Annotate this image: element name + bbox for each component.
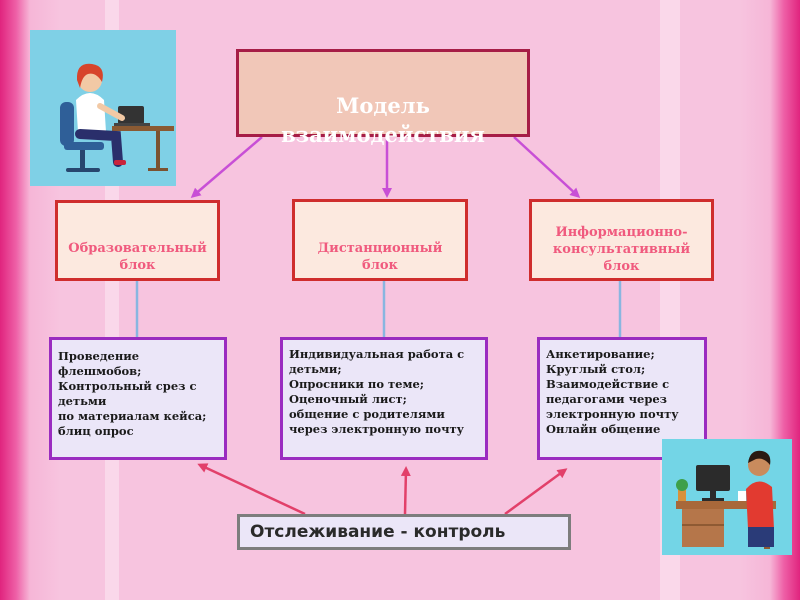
info-consult-block-label: Информационно- консультативный блок bbox=[552, 225, 691, 274]
detail-line: Проведение bbox=[58, 349, 140, 363]
detail-line: флешмобов; bbox=[58, 364, 142, 378]
detail-line: Онлайн общение bbox=[546, 422, 661, 436]
educational-block-label: Образовательный блок bbox=[68, 241, 207, 273]
detail-line: Оценочный лист; bbox=[289, 392, 407, 406]
man-at-computer-icon bbox=[662, 439, 792, 555]
detail-line: Опросники по теме; bbox=[289, 377, 425, 391]
woman-at-laptop-icon bbox=[30, 30, 176, 186]
arrow-tracking-right bbox=[504, 468, 568, 516]
distance-details: Индивидуальная работа с детьми; Опросник… bbox=[280, 337, 488, 460]
detail-line: электронную почту bbox=[546, 407, 679, 421]
educational-block: Образовательный блок bbox=[55, 200, 220, 281]
info-consult-block: Информационно- консультативный блок bbox=[529, 199, 714, 281]
detail-line: педагогами через bbox=[546, 392, 668, 406]
detail-line: общение с родителями bbox=[289, 407, 445, 421]
detail-line: Контрольный срез с bbox=[58, 379, 197, 393]
distance-block: Дистанционный блок bbox=[292, 199, 468, 281]
detail-line: Взаимодействие с bbox=[546, 377, 670, 391]
detail-line: Круглый стол; bbox=[546, 362, 646, 376]
arrow-tracking-left bbox=[197, 463, 306, 516]
interaction-model-box: Модель взаимодействия bbox=[236, 49, 530, 147]
detail-line: детьми; bbox=[289, 362, 342, 376]
tracking-control-label: Отслеживание - контроль bbox=[250, 522, 506, 542]
detail-line: через электронную почту bbox=[289, 422, 464, 436]
educational-details: Проведение флешмобов; Контрольный срез с… bbox=[49, 337, 227, 460]
arrow-to-educational-block bbox=[190, 136, 263, 198]
interaction-model-title: Модель взаимодействия bbox=[281, 93, 485, 147]
detail-line: Анкетирование; bbox=[546, 347, 655, 361]
distance-block-label: Дистанционный блок bbox=[317, 241, 443, 273]
detail-line: блиц опрос bbox=[58, 424, 134, 438]
detail-line: детьми bbox=[58, 394, 107, 408]
detail-line: по материалам кейса; bbox=[58, 409, 207, 423]
arrow-to-info-block bbox=[513, 136, 581, 199]
arrow-tracking-center bbox=[400, 466, 411, 515]
detail-line: Индивидуальная работа с bbox=[289, 347, 465, 361]
tracking-control-box: Отслеживание - контроль bbox=[237, 514, 571, 550]
